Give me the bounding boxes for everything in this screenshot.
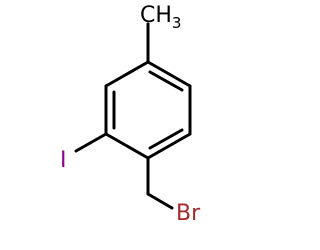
molecule-structure: CH3 I Br bbox=[60, 3, 201, 226]
bromine-label: Br bbox=[176, 201, 201, 226]
ring-bond-bottom-right bbox=[146, 132, 192, 160]
ring-bond-top-left bbox=[104, 60, 150, 88]
bromine-bond bbox=[146, 192, 174, 210]
ring-bond-top-right bbox=[146, 60, 192, 88]
inner-double-bond-top bbox=[148, 70, 184, 92]
iodine-bond bbox=[74, 132, 108, 153]
ring-bond-bottom-left bbox=[104, 132, 150, 160]
methyl-label-subscript: 3 bbox=[172, 14, 182, 32]
iodine-label: I bbox=[60, 148, 67, 173]
inner-double-bond-bottom bbox=[148, 128, 184, 150]
methyl-label: CH3 bbox=[140, 3, 181, 32]
methyl-label-main: CH bbox=[140, 3, 172, 28]
structure-canvas: CH3 I Br bbox=[60, 3, 201, 226]
